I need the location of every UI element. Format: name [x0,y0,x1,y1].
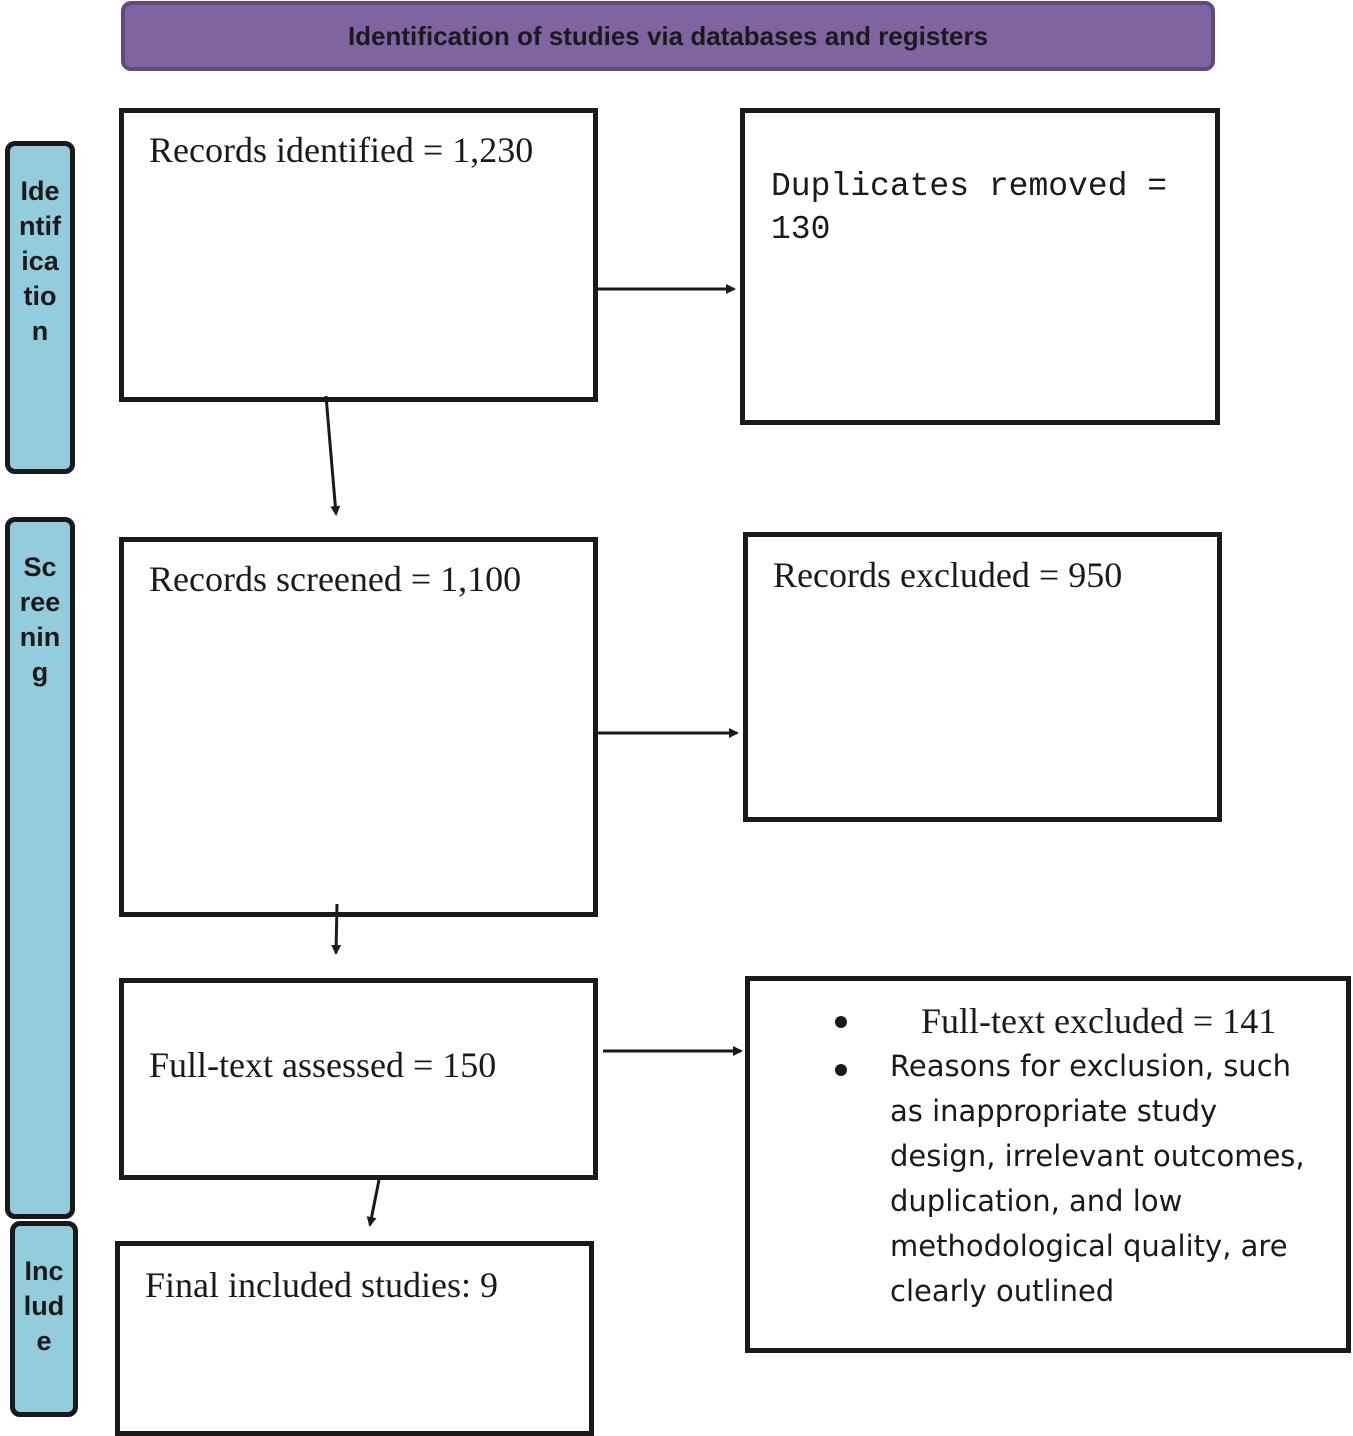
bullet-2 [835,1064,847,1076]
records-identified-text: Records identified = 1,230 [149,130,534,170]
final-included-box: Final included studies: 9 [115,1241,594,1436]
header-title: Identification of studies via databases … [347,20,989,51]
fulltext-assessed-text: Full-text assessed = 150 [149,1045,497,1085]
records-screened-text: Records screened = 1,100 [149,559,522,599]
exclusion-reasons-text: Reasons for exclusion, such as inappropr… [890,1049,1305,1308]
records-excluded-text: Records excluded = 950 [773,555,1123,595]
bullet-1 [835,1016,847,1028]
fulltext-assessed-box: Full-text assessed = 150 [119,978,598,1180]
duplicates-removed-text: Duplicates removed = 130 [771,168,1168,248]
stage-screening-label: Screening [19,552,61,687]
stage-identification: Identification [5,141,75,474]
stage-included-label: Include [23,1256,65,1356]
stage-screening: Screening [5,517,75,1219]
arrow-assessed-to-included [366,1179,381,1227]
fulltext-excluded-text: Full-text excluded = 141 [921,1001,1277,1041]
arrow-identified-to-screened [324,395,341,516]
stage-identification-label: Identification [19,176,61,346]
fulltext-excluded-box: Full-text excluded = 141 Reasons for exc… [745,976,1351,1353]
header-banner: Identification of studies via databases … [121,1,1215,71]
final-included-text: Final included studies: 9 [145,1265,498,1305]
records-screened-box: Records screened = 1,100 [119,537,598,917]
records-excluded-box: Records excluded = 950 [743,532,1222,822]
duplicates-removed-box: Duplicates removed = 130 [740,108,1220,425]
records-identified-box: Records identified = 1,230 [119,108,598,402]
arrow-screened-to-assessed [331,903,342,955]
stage-included: Include [10,1221,78,1417]
